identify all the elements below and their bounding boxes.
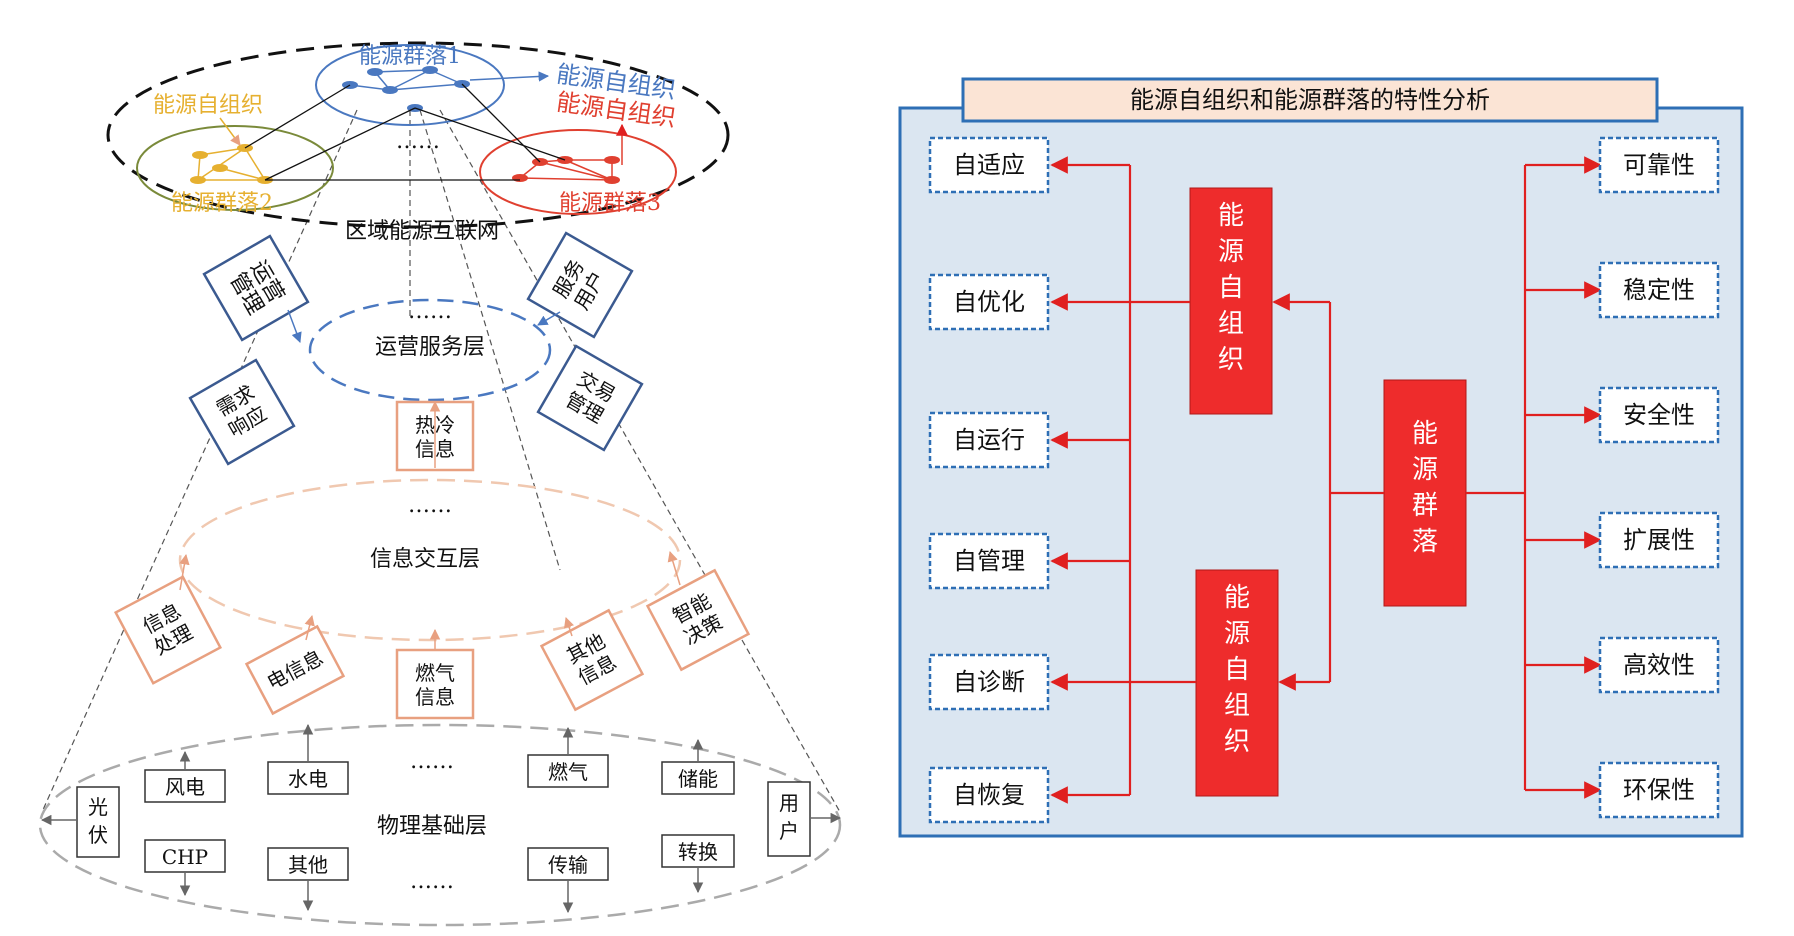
right-title: 能源自组织和能源群落的特性分析 <box>1130 86 1490 114</box>
phys-chp: CHP <box>144 839 226 873</box>
phys-pv: 光伏 <box>76 786 120 858</box>
left-prop-3: 自运行 <box>928 411 1050 469</box>
svg-text:储能: 储能 <box>678 767 718 791</box>
svg-text:光伏: 光伏 <box>88 795 108 847</box>
self-org-arrow-blue <box>469 71 550 82</box>
right-prop-label-5: 高效性 <box>1623 651 1695 679</box>
cluster-1: 能源群落1 <box>315 44 505 126</box>
ellipsis-operation: …… <box>408 299 452 324</box>
phys-hydro: 水电 <box>267 761 349 795</box>
op-arrow-1 <box>287 309 302 343</box>
self-org-arrow-yellow <box>219 117 241 146</box>
left-prop-label-5: 自诊断 <box>953 668 1025 696</box>
right-prop-3: 安全性 <box>1598 386 1720 444</box>
right-diagram: 能源自组织和能源群落的特性分析 能源自组织 能源自组织 能源群落 <box>898 77 1744 838</box>
left-prop-label-2: 自优化 <box>953 288 1025 316</box>
right-prop-label-2: 稳定性 <box>1623 276 1695 304</box>
right-prop-6: 环保性 <box>1598 761 1720 819</box>
ellipsis-physical-bottom: …… <box>410 869 454 894</box>
right-prop-label-3: 安全性 <box>1623 401 1695 429</box>
inter-cluster-links <box>244 83 566 181</box>
left-diagram: 能源群落1 能源群落2 <box>38 41 842 927</box>
right-prop-2: 稳定性 <box>1598 261 1720 319</box>
info-arrows <box>179 550 681 650</box>
ellipsis-top: …… <box>396 129 440 154</box>
svg-text:传输: 传输 <box>548 853 588 877</box>
right-prop-label-1: 可靠性 <box>1623 151 1695 179</box>
left-prop-label-1: 自适应 <box>953 151 1025 179</box>
svg-text:水电: 水电 <box>288 767 328 791</box>
physical-arrows <box>40 723 842 914</box>
cluster-block: 能源群落 <box>1383 379 1467 607</box>
ellipsis-physical-top: …… <box>410 749 454 774</box>
cluster-text: 能源群落 <box>1412 419 1438 557</box>
ellipsis-information: …… <box>408 493 452 518</box>
physical-layer-ellipse <box>38 723 842 927</box>
info-box-other: 其他信息 <box>539 608 645 712</box>
right-prop-1: 可靠性 <box>1598 136 1720 194</box>
cluster-3: 能源群落3 <box>479 129 677 216</box>
self-org-upper-block: 能源自组织 <box>1189 187 1273 415</box>
right-prop-label-6: 环保性 <box>1623 776 1695 804</box>
left-prop-6: 自恢复 <box>928 766 1050 824</box>
svg-text:燃气信息: 燃气信息 <box>415 661 455 709</box>
left-prop-label-4: 自管理 <box>953 547 1025 575</box>
right-prop-5: 高效性 <box>1598 636 1720 694</box>
left-prop-5: 自诊断 <box>928 653 1050 711</box>
phys-storage: 储能 <box>661 761 735 795</box>
phys-user: 用户 <box>767 781 811 857</box>
left-prop-label-6: 自恢复 <box>953 781 1025 809</box>
cluster-1-label: 能源群落1 <box>359 44 461 69</box>
self-org-label-yellow: 能源自组织 <box>153 93 263 118</box>
left-prop-4: 自管理 <box>928 532 1050 590</box>
svg-text:转换: 转换 <box>678 840 718 864</box>
right-prop-label-4: 扩展性 <box>1623 526 1695 554</box>
right-panel-background <box>898 106 1744 838</box>
self-org-lower-text: 能源自组织 <box>1224 583 1250 757</box>
cone-lines <box>41 109 841 813</box>
phys-conversion: 转换 <box>661 834 735 868</box>
op-arrow-2 <box>537 311 561 326</box>
left-prop-1: 自适应 <box>928 136 1050 194</box>
op-box-management: 运营管理 <box>202 234 310 342</box>
svg-text:燃气: 燃气 <box>548 760 588 784</box>
operation-layer-label: 运营服务层 <box>375 335 485 360</box>
left-prop-2: 自优化 <box>928 273 1050 331</box>
phys-wind: 风电 <box>144 769 226 803</box>
op-box-demand: 需求响应 <box>188 358 296 466</box>
regional-network-label: 区域能源互联网 <box>345 219 499 244</box>
info-box-electric: 电信息 <box>244 624 346 716</box>
left-prop-label-3: 自运行 <box>953 426 1025 454</box>
info-box-processing: 信息处理 <box>113 575 223 685</box>
info-box-decision: 智能决策 <box>645 568 751 672</box>
information-layer-label: 信息交互层 <box>370 547 480 572</box>
cluster-3-label: 能源群落3 <box>559 191 661 216</box>
svg-text:其他: 其他 <box>288 853 328 877</box>
phys-transmission: 传输 <box>527 847 609 881</box>
svg-text:风电: 风电 <box>165 775 205 799</box>
right-connections <box>1050 156 1602 804</box>
svg-text:用户: 用户 <box>779 791 799 843</box>
phys-other: 其他 <box>267 847 349 881</box>
phys-gas: 燃气 <box>527 754 609 788</box>
right-prop-4: 扩展性 <box>1598 511 1720 569</box>
op-box-service: 服务用户 <box>526 231 634 339</box>
svg-text:CHP: CHP <box>162 845 208 869</box>
self-org-upper-text: 能源自组织 <box>1218 201 1244 375</box>
self-org-lower-block: 能源自组织 <box>1195 569 1279 797</box>
op-box-trade: 交易管理 <box>536 344 644 452</box>
info-box-gas: 燃气信息 <box>395 648 475 720</box>
regional-network-ellipse <box>106 41 730 229</box>
cluster-2-label: 能源群落2 <box>171 191 273 216</box>
operation-layer-ellipse <box>308 298 552 402</box>
right-title-box <box>961 77 1659 123</box>
physical-layer-label: 物理基础层 <box>377 814 487 839</box>
